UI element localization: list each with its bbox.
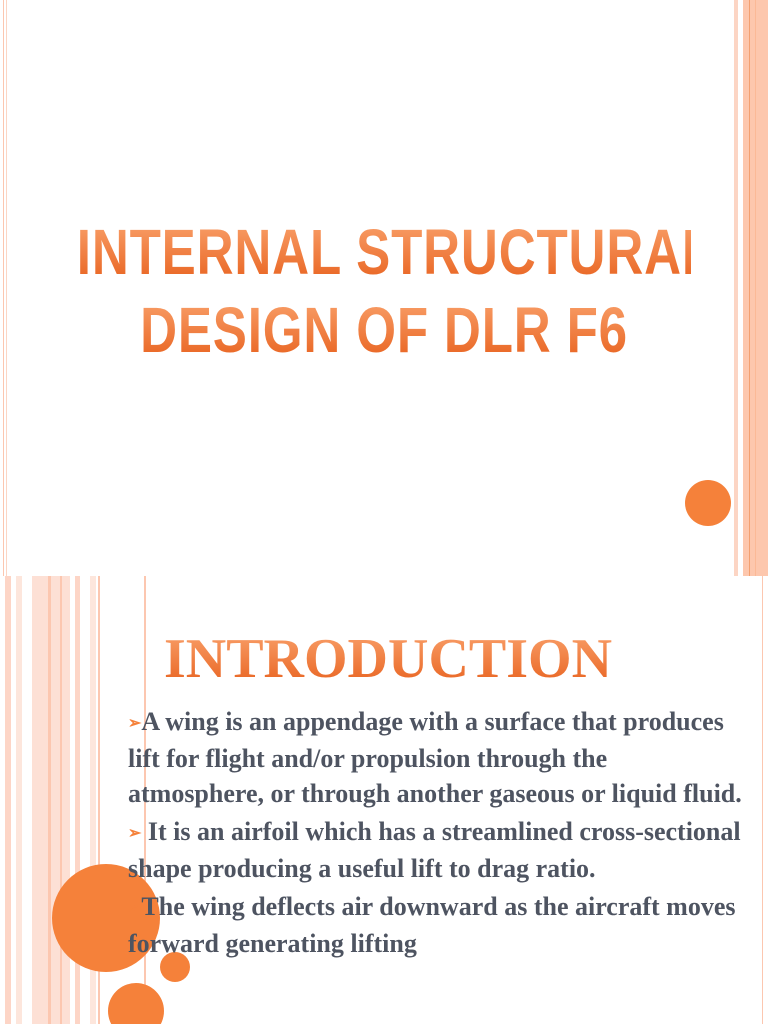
arrowhead-bullet-icon: ➢ [128, 825, 142, 842]
slide-introduction: INTRODUCTION ➢A wing is an appendage wit… [0, 576, 768, 1024]
bullet-item: ➢A wing is an appendage with a surface t… [128, 704, 748, 811]
bullet-item: ➢The wing deflects air downward as the a… [128, 889, 748, 961]
title-line-1: INTERNAL STRUCTURAL [76, 216, 714, 288]
bullet-text: A wing is an appendage with a surface th… [128, 707, 742, 808]
bullet-item: ➢ It is an airfoil which has a streamlin… [128, 814, 748, 886]
bullet-text: The wing deflects air downward as the ai… [128, 892, 736, 958]
arrowhead-bullet-icon: ➢ [128, 715, 142, 732]
slide-title: INTRODUCTION [148, 631, 628, 687]
bullet-text: It is an airfoil which has a streamlined… [128, 817, 741, 883]
arrowhead-bullet-icon: ➢ [128, 900, 142, 917]
title-line-2: DESIGN OF DLR F6 [77, 298, 691, 362]
slide-title: INTERNAL STRUCTURAL DESIGN OF DLR F6 [3, 0, 768, 576]
bullet-list: ➢A wing is an appendage with a surface t… [128, 704, 748, 964]
decorative-circle [52, 864, 160, 972]
decorative-circle [685, 480, 731, 526]
decorative-circle [108, 983, 164, 1024]
decorative-circle [160, 952, 190, 982]
